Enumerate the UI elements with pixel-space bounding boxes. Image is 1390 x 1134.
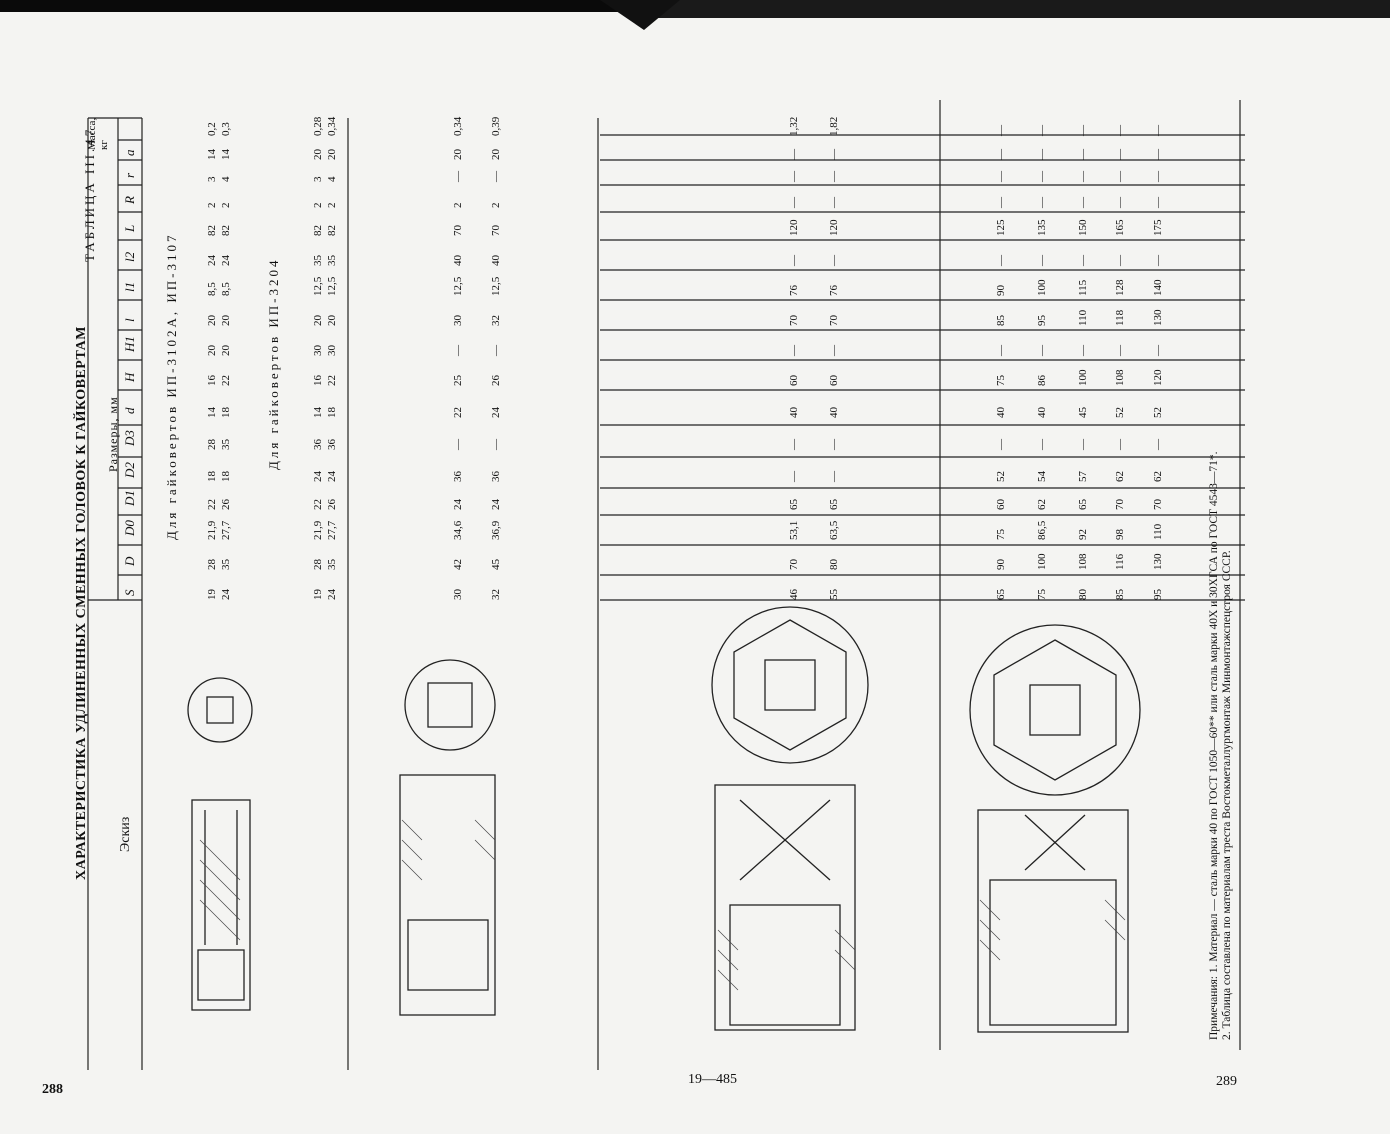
hatching xyxy=(199,839,241,941)
note-2: 2. Таблица составлена по материалам трес… xyxy=(1221,550,1233,1040)
sketch-socket-1 xyxy=(187,677,253,1011)
right-page-number: 289 xyxy=(1216,1074,1237,1089)
left-page-number: 288 xyxy=(42,1082,63,1097)
sketch-socket-3 xyxy=(711,606,869,1031)
scan-top-edge-right xyxy=(650,0,1390,18)
note-1: Примечания: 1. Материал — сталь марки 40… xyxy=(1208,451,1220,1040)
sketch-socket-2 xyxy=(399,659,496,1016)
signature-mark: 19—485 xyxy=(688,1072,737,1087)
sketch-socket-4 xyxy=(969,624,1141,1033)
notes: Примечания: 1. Материал — сталь марки 40… xyxy=(1208,451,1234,1040)
book-spine-shadow xyxy=(600,0,680,30)
